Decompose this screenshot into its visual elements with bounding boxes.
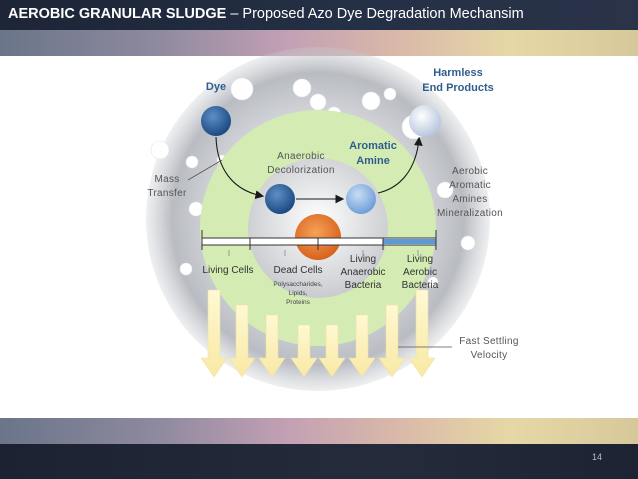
dye-label: Dye [205,81,227,93]
dead-cells-core [295,214,341,260]
living-aerobic-bacteria-label: Living Aerobic Bacteria [401,254,439,291]
dye-inside-granule-icon [265,184,295,214]
title-rest: – Proposed Azo Dye Degradation Mechansim [226,6,524,22]
living-anaerobic-bacteria-label: Living Anaerobic Bacteria [340,254,386,291]
mass-transfer-arrow [215,136,265,200]
harmless-products-icon [409,105,441,137]
aerobic-mineralization-label: Aerobic Aromatic Amines Mineralization [437,166,503,219]
mass-transfer-leader [187,159,223,181]
dye-molecule-icon [201,106,231,136]
dead-cells-label: Dead Cells [273,265,323,276]
layer-scale-bar [201,230,437,256]
title-bold: AEROBIC GRANULAR SLUDGE [8,6,227,22]
mineralization-arrow [377,136,423,194]
living-cells-label: Living Cells [202,265,254,276]
aromatic-amine-label: Aromatic Amine [349,140,397,167]
dead-cells-composition: Polysaccharides, Lipids, Proteins [273,281,323,306]
footer-bar: 14 [0,444,638,479]
aromatic-amine-icon [346,184,376,214]
fast-settling-velocity-label: Fast Settling Velocity [459,336,519,361]
anaerobic-decolorization-label: Anaerobic Decolorization [267,151,335,176]
harmless-end-products-label: Harmless End Products [422,67,494,94]
decorative-band-bottom [0,418,638,444]
title-bar: AEROBIC GRANULAR SLUDGE – Proposed Azo D… [0,0,638,30]
mass-transfer-label: Mass Transfer [147,174,187,199]
settling-arrows [200,289,436,378]
slide-title: AEROBIC GRANULAR SLUDGE – Proposed Azo D… [8,6,524,22]
page-number: 14 [591,452,602,462]
